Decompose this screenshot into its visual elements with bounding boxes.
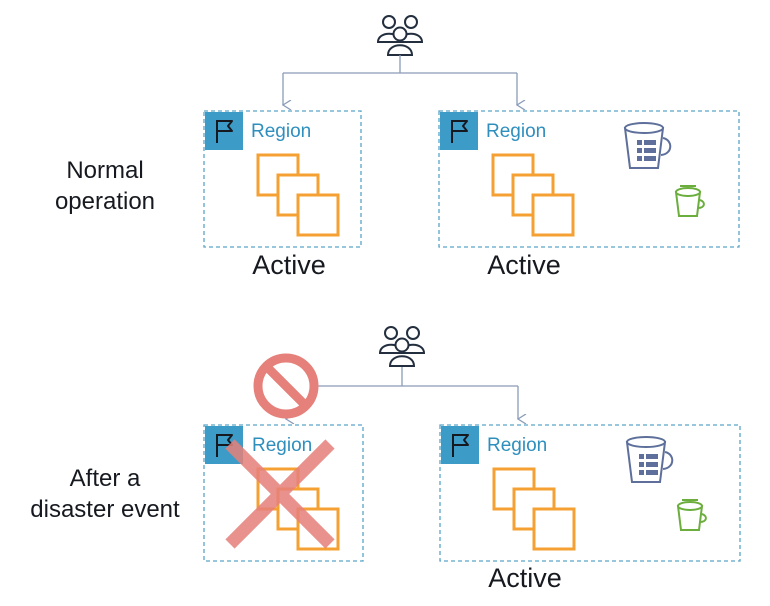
region-box (203, 110, 362, 248)
database-bucket-icon (624, 122, 672, 169)
connector-top (283, 55, 517, 105)
compute-instances-icon (256, 153, 340, 237)
region-label: Region (487, 435, 548, 456)
status-label: Active (252, 250, 326, 280)
users-icon (379, 326, 425, 367)
region-box (438, 110, 740, 248)
storage-bucket-icon (675, 185, 705, 217)
users-icon (377, 15, 423, 56)
no-entry-icon (253, 353, 319, 419)
scenario-label: Normal operation (20, 155, 190, 217)
red-x-icon (225, 439, 335, 549)
status-label: Active (488, 563, 562, 593)
connector-bottom (286, 367, 518, 419)
status-label: Active (487, 250, 561, 280)
scenario-label-line: disaster event (30, 496, 180, 523)
scenario-label-line: Normal (66, 157, 144, 184)
region-label: Region (251, 121, 312, 142)
region-label: Region (486, 121, 547, 142)
scenario-label: After a disaster event (10, 463, 200, 525)
database-bucket-icon (626, 436, 674, 483)
region-flag-icon (440, 425, 480, 465)
region-box (203, 424, 364, 562)
scenario-label-line: After a (69, 465, 141, 492)
compute-instances-icon (491, 153, 575, 237)
region-label: Region (252, 435, 313, 456)
compute-instances-icon (492, 467, 576, 551)
storage-bucket-icon (677, 499, 707, 531)
scenario-label-line: operation (54, 188, 156, 215)
region-flag-icon (204, 111, 244, 151)
region-box (439, 424, 741, 562)
region-flag-icon (439, 111, 479, 151)
